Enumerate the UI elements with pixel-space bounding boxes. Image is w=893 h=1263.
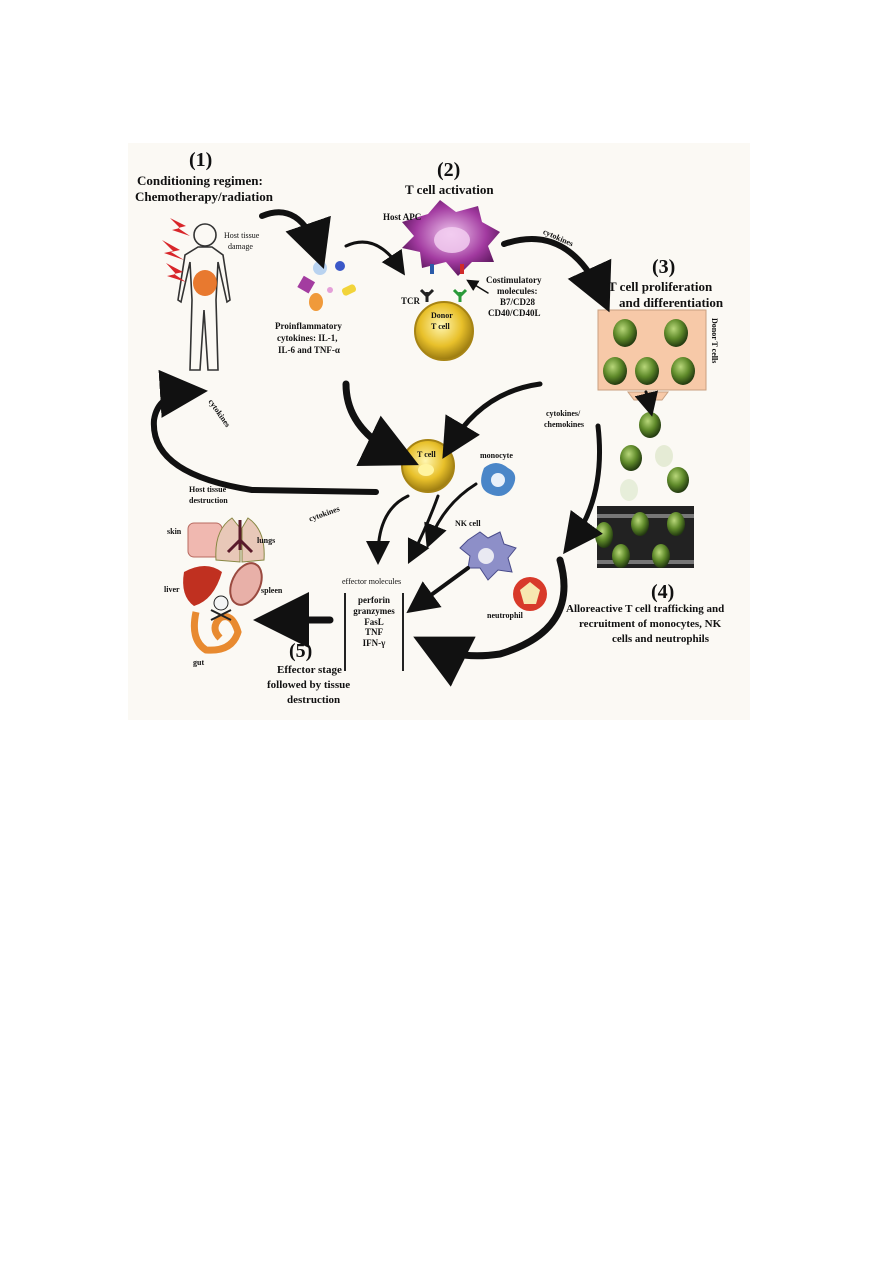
donor-tcells-side-label: Donor T cells xyxy=(710,318,719,364)
neutrophil-icon xyxy=(513,577,547,611)
liver-label: liver xyxy=(164,585,180,594)
effector-item: FasL xyxy=(364,616,384,627)
step3-number: (3) xyxy=(652,256,676,278)
effector-item: granzymes xyxy=(353,605,395,616)
cytokine-cluster-icon xyxy=(297,261,357,311)
liver-icon xyxy=(183,566,222,606)
gut-label: gut xyxy=(193,658,205,667)
host-apc-label: Host APC xyxy=(383,212,422,222)
step2-title: T cell activation xyxy=(405,182,494,197)
proinflammatory-line2: cytokines: IL-1, xyxy=(277,333,338,343)
tissue-damage-label-line2: damage xyxy=(228,242,253,251)
donor-tcell-icon xyxy=(414,301,474,361)
nk-cell-label: NK cell xyxy=(455,519,481,528)
step1-title-line2: Chemotherapy/radiation xyxy=(135,189,273,204)
costim-line4: CD40/CD40L xyxy=(488,308,541,318)
tcr-receptor-icon xyxy=(419,288,468,302)
step4-line2: recruitment of monocytes, NK xyxy=(579,618,722,630)
skull-icon xyxy=(210,595,232,621)
costim-line2: molecules: xyxy=(497,286,538,296)
step4-line3: cells and neutrophils xyxy=(612,633,709,645)
spleen-label: spleen xyxy=(261,586,283,595)
host-apc-icon xyxy=(402,200,500,276)
costim-line1: Costimulatory xyxy=(486,275,542,285)
step4-line1: Alloreactive T cell trafficking and xyxy=(566,603,725,615)
proinflammatory-line1: Proinflammatory xyxy=(275,321,342,331)
pathway-arrows xyxy=(150,209,659,687)
step1-title-line1: Conditioning regimen: xyxy=(137,173,263,188)
nk-cell-icon xyxy=(459,531,517,581)
gut-icon xyxy=(190,611,242,654)
blood-vessel-icon xyxy=(595,506,694,568)
skin-label: skin xyxy=(167,527,182,536)
proinflammatory-line3: IL-6 and TNF-α xyxy=(278,345,340,355)
tcell-label: T cell xyxy=(417,450,436,459)
step5-number: (5) xyxy=(289,640,313,662)
effector-item: TNF xyxy=(365,627,383,638)
monocyte-label: monocyte xyxy=(480,451,513,460)
proliferation-box xyxy=(597,309,707,401)
trafficking-cells-icon xyxy=(620,412,689,501)
donor-tcell-line1: Donor xyxy=(431,311,453,320)
chemokines-line1: cytokines/ xyxy=(546,409,581,418)
step1-number: (1) xyxy=(189,149,213,171)
effector-header: effector molecules xyxy=(342,577,402,586)
effector-item: IFN-γ xyxy=(362,638,386,649)
donor-tcell-line2: T cell xyxy=(431,322,450,331)
human-body-icon xyxy=(177,223,231,371)
monocyte-icon xyxy=(481,463,516,496)
tissue-damage-label-line1: Host tissue xyxy=(224,231,260,240)
effector-molecule-list: perforin granzymes FasL TNF IFN-γ xyxy=(344,593,404,671)
step3-title-line1: T cell proliferation xyxy=(608,279,713,294)
effector-item: perforin xyxy=(358,595,390,605)
step3-title-line2: and differentiation xyxy=(619,295,724,310)
tissue-damage-icon xyxy=(193,270,217,296)
neutrophil-label: neutrophil xyxy=(487,611,523,620)
destruction-line1: Host tissue xyxy=(189,485,227,494)
organs-icon xyxy=(183,517,265,654)
step4-number: (4) xyxy=(651,581,675,603)
tcr-label: TCR xyxy=(401,296,421,306)
spleen-icon xyxy=(229,562,263,606)
step5-line2: followed by tissue xyxy=(267,679,351,691)
step5-line3: destruction xyxy=(287,694,341,706)
step2-number: (2) xyxy=(437,159,461,181)
step5-line1: Effector stage xyxy=(277,664,342,676)
destruction-line2: destruction xyxy=(189,496,228,505)
chemokines-line2: chemokines xyxy=(544,420,584,429)
lungs-label: lungs xyxy=(257,536,276,545)
costim-line3: B7/CD28 xyxy=(500,297,536,307)
radiation-bolt-icon xyxy=(162,218,190,282)
